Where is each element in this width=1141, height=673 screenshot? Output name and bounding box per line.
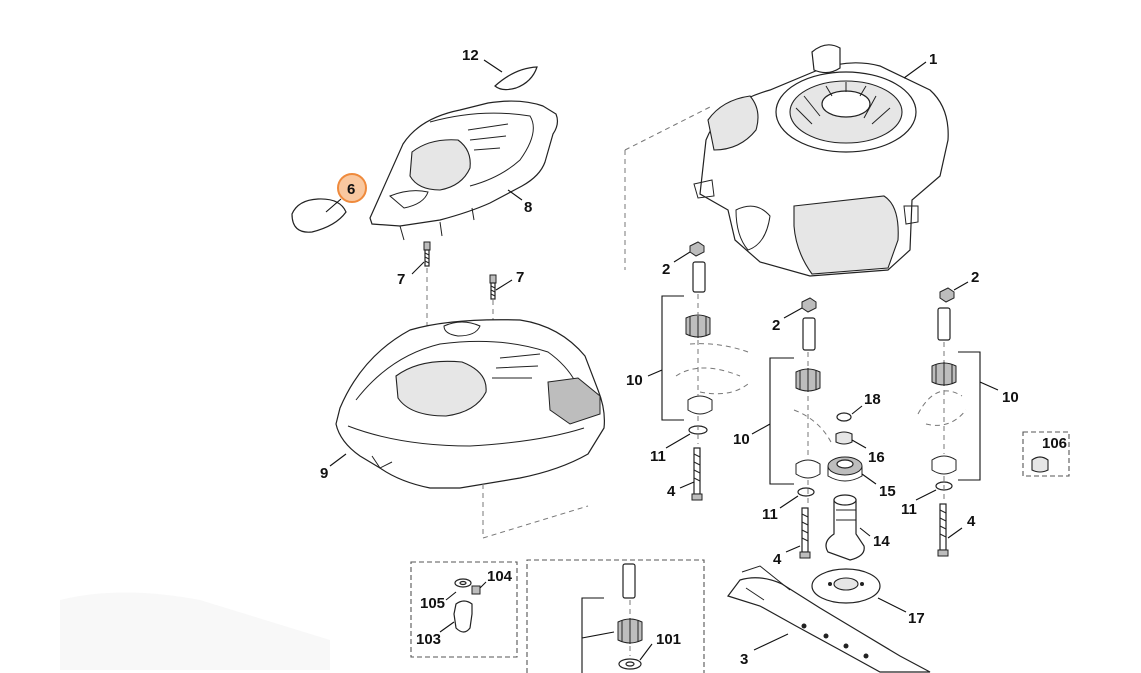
callout-18[interactable]: 18 (864, 391, 881, 408)
part-14-adapter (825, 494, 865, 561)
callout-4b[interactable]: 4 (773, 551, 782, 568)
part-17-blade-plate (811, 568, 881, 604)
part-6-cover (291, 198, 347, 233)
highlight-marker-6[interactable] (337, 173, 367, 203)
callout-11c[interactable]: 11 (901, 501, 917, 518)
callout-7b[interactable]: 7 (516, 269, 524, 286)
leader-lines (325, 59, 999, 673)
callout-106[interactable]: 106 (1042, 435, 1067, 452)
background-watermark (60, 592, 330, 670)
part-18-washer (836, 412, 852, 422)
callout-101[interactable]: 101 (656, 631, 681, 648)
callout-1[interactable]: 1 (929, 51, 937, 68)
callout-14[interactable]: 14 (873, 533, 890, 550)
part-16-spacer (835, 431, 853, 445)
shaft-assembly-right (917, 287, 967, 557)
callout-17[interactable]: 17 (908, 610, 925, 627)
callout-2a[interactable]: 2 (662, 261, 670, 278)
callout-10a[interactable]: 10 (626, 372, 643, 389)
callout-2c[interactable]: 2 (971, 269, 979, 286)
callout-105[interactable]: 105 (420, 595, 445, 612)
callout-16[interactable]: 16 (868, 449, 885, 466)
part-3-blade (727, 565, 931, 673)
kit-box-103-105 (410, 561, 518, 658)
callout-2b[interactable]: 2 (772, 317, 780, 334)
callout-12[interactable]: 12 (462, 47, 479, 64)
callout-11a[interactable]: 11 (650, 448, 666, 465)
callout-6[interactable]: 6 (347, 181, 355, 198)
callout-4a[interactable]: 4 (667, 483, 676, 500)
callout-104[interactable]: 104 (487, 568, 513, 585)
part-7-bolt-a (423, 241, 431, 267)
part-15-bearing (827, 456, 863, 482)
callout-11b[interactable]: 11 (762, 506, 778, 523)
callout-7a[interactable]: 7 (397, 271, 405, 288)
part-1-engine (693, 44, 949, 277)
callout-9[interactable]: 9 (320, 465, 328, 482)
callout-10b[interactable]: 10 (733, 431, 750, 448)
callout-15[interactable]: 15 (879, 483, 896, 500)
part-8-upper-housing (369, 100, 559, 241)
callout-labels: 12 1 6 8 7 7 9 2 2 2 10 10 10 18 106 11 … (320, 47, 1067, 668)
part-9-main-housing (335, 319, 605, 489)
part-7-bolt-b (489, 274, 497, 300)
callout-3[interactable]: 3 (740, 651, 748, 668)
shaft-assembly-middle (793, 297, 833, 559)
callout-8[interactable]: 8 (524, 199, 532, 216)
callout-103[interactable]: 103 (416, 631, 441, 648)
shaft-assembly-left (675, 241, 749, 501)
kit-box-101 (526, 559, 705, 673)
part-106-box (1022, 431, 1070, 477)
part-12-cap (494, 66, 538, 91)
callout-4c[interactable]: 4 (967, 513, 976, 530)
callout-10c[interactable]: 10 (1002, 389, 1019, 406)
